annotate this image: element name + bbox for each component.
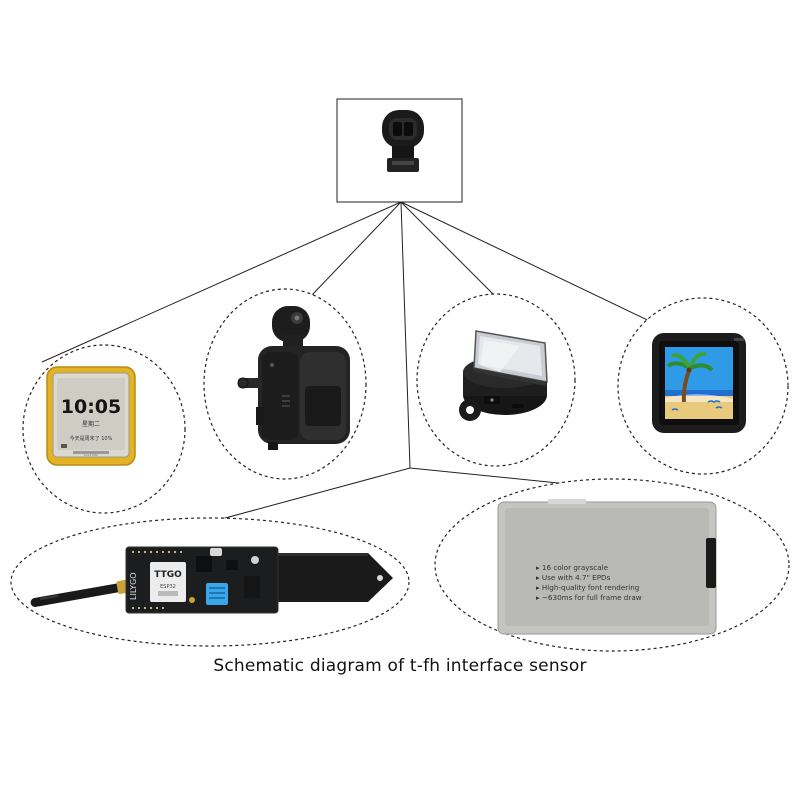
epd-line-4: ▸ ~630ms for full frame draw bbox=[536, 593, 642, 602]
connector-line-sensor bbox=[400, 201, 411, 469]
module-label: TTGO bbox=[154, 570, 182, 580]
smart-display-image bbox=[459, 330, 548, 421]
smart-display-node bbox=[416, 293, 576, 467]
module-sublabel: ESP32 bbox=[160, 584, 176, 590]
watch-module-node bbox=[203, 288, 367, 480]
watch-module-image bbox=[237, 306, 350, 450]
clock-time-text: 10:05 bbox=[61, 396, 121, 418]
connector-line-watch bbox=[311, 201, 402, 296]
clock-brand-label: LILYGO bbox=[84, 452, 98, 457]
connector-line-sensor-board bbox=[191, 467, 411, 528]
epd-feature-list: ▸ 16 color grayscale ▸ Use with 4.7" EPD… bbox=[536, 563, 642, 602]
epd-panel-node: ▸ 16 color grayscale ▸ Use with 4.7" EPD… bbox=[434, 478, 790, 652]
connector-line-clock bbox=[41, 201, 402, 363]
epd-bullet-3: ▸ bbox=[536, 583, 542, 592]
diagram-caption: Schematic diagram of t-fh interface sens… bbox=[213, 656, 587, 676]
board-brand-label: LILYGO bbox=[129, 572, 138, 600]
tft-display-node bbox=[617, 297, 789, 475]
epd-panel-image: ▸ 16 color grayscale ▸ Use with 4.7" EPD… bbox=[497, 499, 717, 635]
epd-line-2: ▸ Use with 4.7" EPDs bbox=[536, 573, 611, 582]
soil-sensor-board-node: TTGO ESP32 LILYGO bbox=[10, 517, 410, 647]
connector-line-display bbox=[400, 201, 496, 297]
camera-module-image bbox=[382, 110, 424, 172]
epd-line-4-text: ~630ms for full frame draw bbox=[542, 593, 642, 602]
epd-line-1-text: 16 color grayscale bbox=[542, 563, 609, 572]
clock-info-text: 今天是周末了 10% bbox=[70, 435, 113, 442]
connector-line-epd bbox=[409, 467, 569, 485]
epd-line-3: ▸ High-quality font rendering bbox=[536, 583, 639, 592]
hub-box bbox=[336, 98, 463, 203]
epd-bullet-1: ▸ bbox=[536, 563, 542, 572]
epd-bullet-4: ▸ bbox=[536, 593, 542, 602]
epd-bullet-2: ▸ bbox=[536, 573, 542, 582]
clock-date-text: 星期二 bbox=[82, 420, 100, 428]
soil-sensor-board-image: TTGO ESP32 LILYGO bbox=[30, 546, 393, 614]
epd-line-1: ▸ 16 color grayscale bbox=[536, 563, 609, 572]
epaper-clock-image: 10:05 星期二 今天是周末了 10% LILYGO bbox=[46, 366, 136, 466]
epd-line-3-text: High-quality font rendering bbox=[542, 583, 639, 592]
epd-line-2-text: Use with 4.7" EPDs bbox=[542, 573, 611, 582]
tft-display-image bbox=[652, 333, 746, 433]
epaper-clock-node: 10:05 星期二 今天是周末了 10% LILYGO bbox=[22, 344, 186, 514]
